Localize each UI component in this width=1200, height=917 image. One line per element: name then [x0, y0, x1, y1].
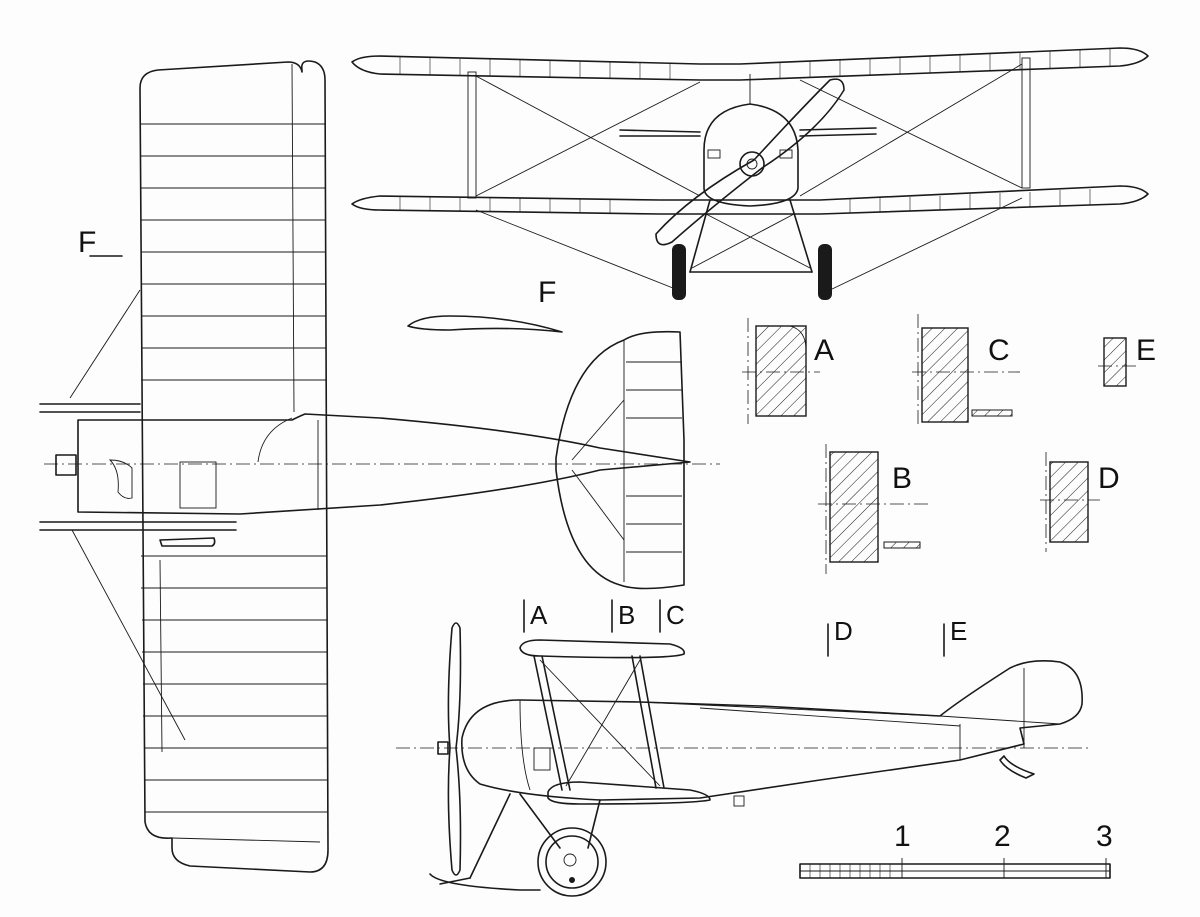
station-d-label: D [834, 616, 853, 646]
station-e-label: E [950, 616, 967, 646]
station-c-label: C [666, 600, 685, 630]
plan-section-label: F [78, 226, 96, 259]
scale-tick-2: 2 [994, 820, 1011, 853]
front-right-wheel [818, 244, 832, 300]
side-view: A B C D E [396, 599, 1090, 897]
station-b-label: B [618, 600, 635, 630]
station-a-label: A [530, 600, 548, 630]
plan-wing-ribs [141, 123, 328, 813]
airfoil-label: F [538, 276, 556, 309]
plan-upper-wing [139, 60, 329, 873]
scale-bar: 1 2 3 [799, 820, 1113, 879]
section-e-label: E [1136, 334, 1156, 367]
section-a-label: A [814, 334, 834, 367]
section-a: A [742, 318, 834, 424]
airfoil-profile [407, 315, 563, 333]
front-propeller-hub [739, 151, 765, 177]
front-left-wheel [672, 244, 686, 300]
station-markers: A B C D E [523, 599, 967, 657]
section-e: E [1098, 334, 1156, 387]
section-c: C [912, 314, 1020, 428]
section-d-label: D [1098, 462, 1120, 495]
side-wheel [537, 827, 607, 897]
plan-view: F [39, 60, 720, 873]
front-propeller [655, 78, 845, 246]
side-fuselage [461, 660, 1083, 801]
side-lower-wing [547, 781, 711, 805]
side-propeller [447, 622, 462, 876]
plan-fuselage [77, 413, 691, 515]
plan-tailplane [555, 330, 685, 590]
side-upper-wing [519, 639, 686, 659]
front-upper-wing [351, 47, 1149, 81]
scale-tick-3: 3 [1096, 820, 1113, 853]
plan-spinner [55, 454, 77, 476]
scale-tick-1: 1 [894, 820, 911, 853]
front-lower-wing [351, 185, 1149, 215]
section-b: B [818, 444, 930, 574]
front-view [351, 47, 1149, 300]
section-c-label: C [988, 334, 1010, 367]
section-d: D [1040, 452, 1120, 552]
front-fuselage [703, 103, 799, 207]
airfoil-section: F [407, 276, 563, 333]
section-b-label: B [892, 462, 912, 495]
